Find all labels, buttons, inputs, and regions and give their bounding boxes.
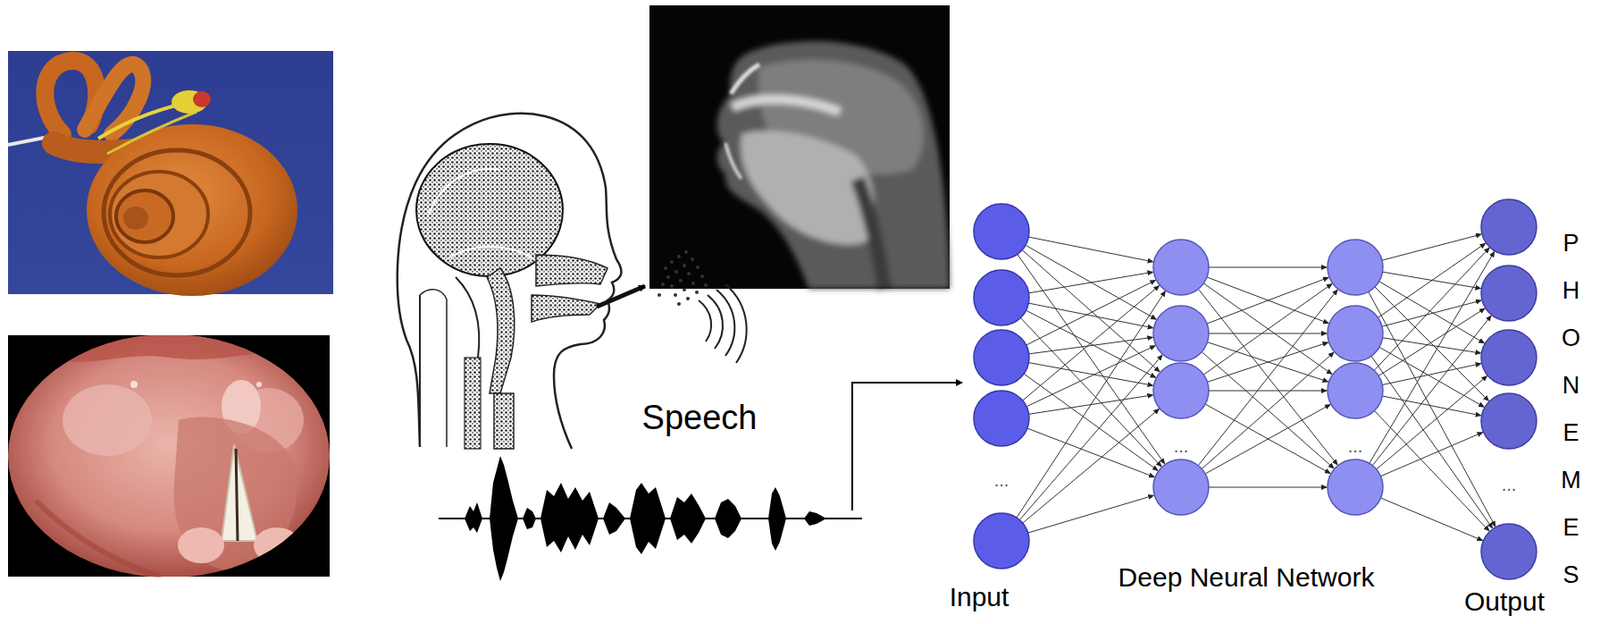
network-link — [1368, 291, 1496, 527]
network-link — [1029, 336, 1154, 354]
ellipsis: ... — [1346, 435, 1366, 456]
output-label: Output — [1464, 586, 1545, 616]
network-link — [1372, 315, 1492, 466]
network-link — [1205, 404, 1331, 475]
ellipsis: ... — [992, 469, 1012, 490]
neuron-circle — [1153, 362, 1209, 419]
network-link — [1373, 247, 1490, 370]
neuron-circle — [1153, 305, 1209, 361]
network-link — [1382, 300, 1482, 327]
input-arrow — [852, 382, 963, 511]
network-link — [1029, 362, 1154, 386]
network-link — [1027, 427, 1155, 477]
neuron-circle — [1327, 459, 1383, 515]
network-link — [1028, 236, 1153, 262]
network-link — [1028, 494, 1155, 533]
network-link — [1206, 276, 1329, 324]
mri-image — [649, 5, 950, 289]
neuron-circle — [1327, 305, 1383, 361]
network-link — [1207, 342, 1329, 382]
neuron-circle — [1481, 199, 1537, 255]
network-link — [1023, 373, 1158, 470]
network-link — [1378, 242, 1486, 318]
network-link — [1017, 253, 1165, 463]
neuron-circle — [973, 203, 1030, 260]
network-link — [1022, 409, 1160, 524]
network-link — [1208, 333, 1327, 335]
network-link — [1382, 395, 1481, 416]
neuron-circle — [1481, 523, 1537, 579]
network-link — [1203, 284, 1332, 376]
network-link — [1022, 285, 1160, 401]
network-link — [1205, 403, 1331, 474]
neural-network — [973, 199, 1537, 579]
network-link — [1374, 286, 1490, 402]
network-link — [1207, 342, 1329, 382]
network-link — [1208, 267, 1327, 269]
neuron-circle — [1153, 239, 1209, 295]
network-link — [1379, 281, 1485, 344]
network-link — [1208, 486, 1327, 488]
network-link — [1020, 318, 1162, 467]
network-link — [1019, 354, 1163, 520]
network-link — [1369, 251, 1495, 464]
network-link — [1025, 244, 1157, 319]
neuron-circle — [1153, 459, 1209, 515]
input-label: Input — [949, 581, 1010, 612]
ellipsis: ... — [1172, 435, 1191, 456]
network-link — [1208, 390, 1327, 392]
speech-waveform — [438, 455, 863, 581]
network-link — [1201, 351, 1334, 469]
network-link — [1382, 363, 1481, 386]
neuron-circle — [973, 329, 1030, 386]
speech-label: Speech — [642, 399, 758, 437]
larynx-photo — [8, 335, 330, 577]
neuron-circle — [973, 269, 1030, 326]
network-link — [1016, 291, 1165, 518]
network-link — [1206, 276, 1329, 324]
head-sketch — [397, 113, 622, 449]
neuron-circle — [1327, 239, 1383, 295]
neuron-circle — [973, 390, 1030, 446]
neuron-circle — [1481, 393, 1537, 449]
network-label: Deep Neural Network — [1118, 561, 1375, 592]
network-link — [1371, 355, 1493, 528]
neuron-circle — [1327, 362, 1383, 419]
neuron-circle — [973, 512, 1030, 569]
network-link — [1373, 410, 1490, 531]
network-link — [1203, 283, 1332, 375]
network-link — [1029, 271, 1154, 294]
network-link — [1381, 497, 1483, 541]
cochlea-image — [8, 50, 334, 296]
network-link — [1379, 346, 1484, 407]
network-link — [1381, 432, 1483, 477]
ellipsis: ... — [1499, 474, 1519, 495]
neuron-circle — [1481, 265, 1537, 321]
sound-waves — [596, 250, 747, 363]
network-link — [1376, 376, 1488, 470]
neuron-circle — [1481, 329, 1537, 386]
phonemes-label: PHONEMES — [1558, 219, 1584, 599]
network-link — [1201, 351, 1334, 469]
